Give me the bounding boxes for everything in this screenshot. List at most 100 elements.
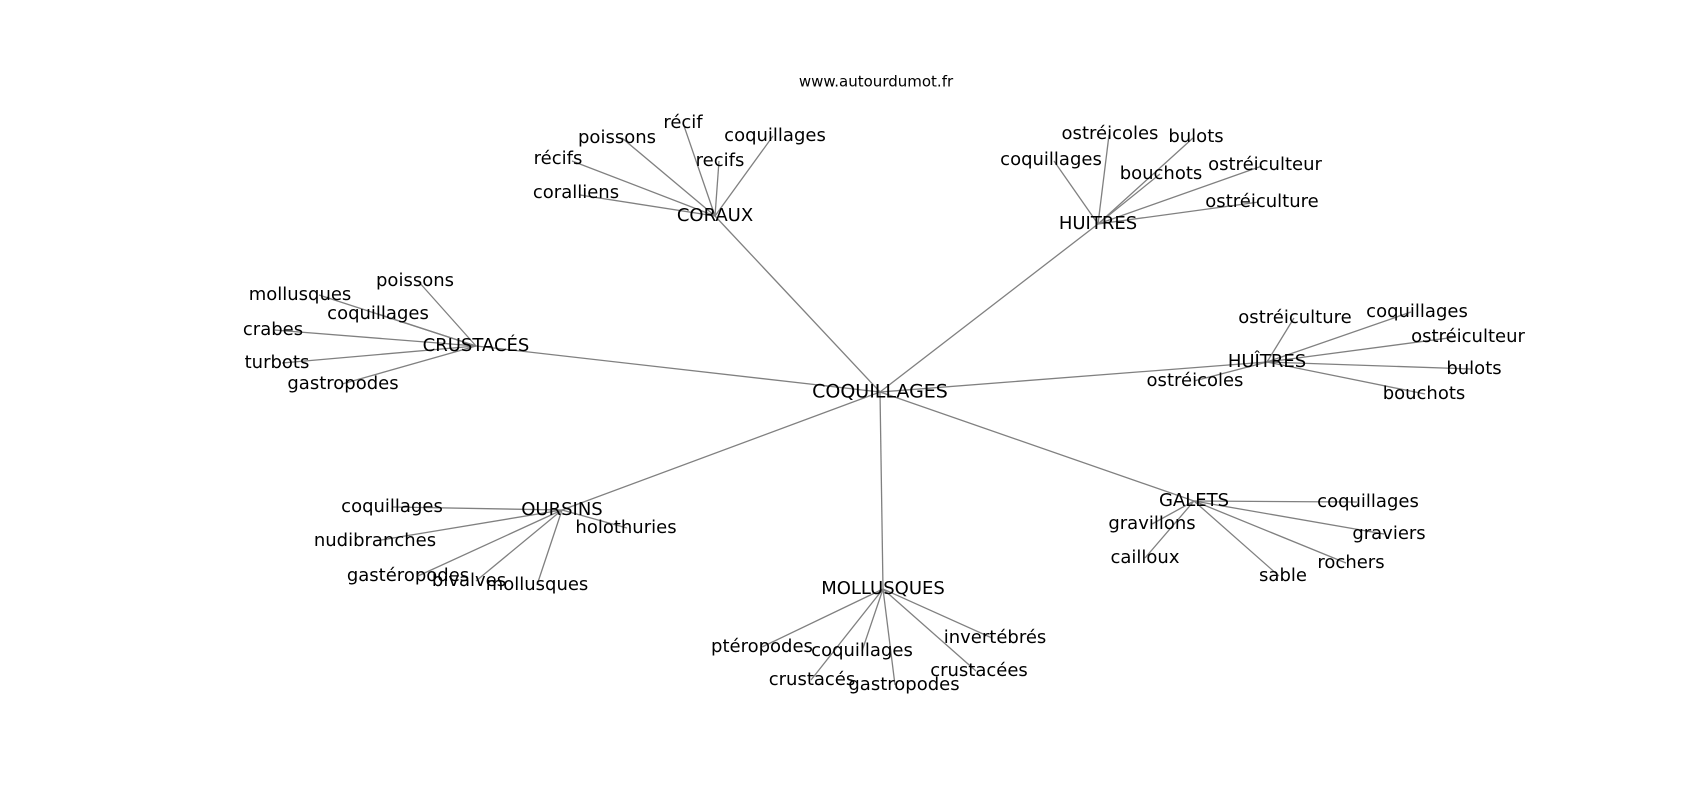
edge-hub-leaf (1193, 500, 1280, 577)
leaf-node-label: ostréiculture (1205, 191, 1318, 212)
edge-hub-leaf (417, 509, 563, 577)
leaf-node-label: mollusques (249, 284, 352, 305)
leaf-node-label: bouchots (1383, 383, 1466, 404)
leaf-node-label: sable (1259, 565, 1307, 586)
leaf-node-label: coquillages (1366, 301, 1468, 322)
hub-node-label: GALETS (1159, 490, 1229, 511)
edge-root-hub (714, 215, 881, 393)
leaf-node-label: coquillages (1317, 491, 1419, 512)
edge-hub-leaf (714, 160, 720, 217)
edge-hub-leaf (1266, 361, 1426, 395)
edge-hub-leaf (1266, 361, 1473, 370)
leaf-node-label: nudibranches (314, 530, 436, 551)
leaf-node-label: crustacés (769, 669, 856, 690)
edge-hub-leaf (579, 194, 716, 217)
edge-hub-leaf (392, 506, 563, 511)
edge-hub-leaf (1193, 500, 1385, 535)
edge-root-hub (879, 391, 1195, 502)
edge-hub-leaf (810, 588, 884, 681)
edge-hub-leaf (1193, 500, 1347, 564)
leaf-node-label: crustacées (930, 660, 1028, 681)
leaf-node-label: gastéropodes (347, 565, 469, 586)
hub-node-label: OURSINS (521, 499, 602, 520)
hub-node-label: HUÎTRES (1228, 350, 1306, 372)
leaf-node-label: invertébrés (944, 627, 1047, 648)
edge-hub-leaf (882, 588, 896, 686)
edge-hub-leaf (1193, 361, 1268, 382)
leaf-node-label: coralliens (533, 182, 619, 203)
leaf-node-label: bivalves (432, 570, 506, 591)
leaf-node-label: coquillages (811, 640, 913, 661)
hub-node-label: MOLLUSQUES (821, 578, 945, 599)
edge-hub-leaf (273, 329, 477, 347)
hub-node-label: CORAUX (677, 205, 753, 226)
edge-root-hub (879, 223, 1099, 393)
leaf-node-label: bulots (1446, 358, 1501, 379)
edge-hub-leaf (682, 122, 716, 217)
edge-hub-leaf (571, 160, 716, 217)
leaf-node-label: gastropodes (287, 373, 398, 394)
hub-node-label: HUITRES (1059, 213, 1137, 234)
edge-root-hub (561, 391, 881, 511)
leaf-node-label: coquillages (1000, 149, 1102, 170)
edge-hub-leaf (1097, 201, 1260, 225)
leaf-node-label: bouchots (1120, 163, 1203, 184)
edge-hub-leaf (1097, 134, 1110, 225)
leaf-node-label: ostréiculteur (1411, 326, 1525, 347)
edge-hub-leaf (861, 588, 884, 652)
edge-root-hub (879, 361, 1268, 393)
edge-hub-leaf (1097, 137, 1194, 225)
edge-hub-leaf (1193, 500, 1358, 503)
leaf-node-label: coquillages (327, 303, 429, 324)
edge-root-hub (475, 345, 881, 393)
leaf-node-label: mollusques (486, 574, 589, 595)
edge-hub-leaf (341, 345, 477, 385)
hub-node-label: CRUSTACÉS (423, 334, 530, 356)
edge-hub-leaf (1144, 500, 1195, 559)
edge-hub-leaf (417, 280, 477, 347)
edge-hub-leaf (374, 509, 563, 542)
root-node-label: COQUILLAGES (812, 381, 948, 403)
edge-hub-leaf (621, 137, 716, 217)
leaf-node-label: ostréiculture (1238, 307, 1351, 328)
edge-hub-leaf (714, 135, 774, 217)
edge-hub-leaf (1097, 173, 1161, 225)
edge-hub-leaf (882, 588, 977, 672)
edge-hub-leaf (1053, 160, 1099, 225)
leaf-node-label: récifs (534, 148, 583, 169)
edge-hub-leaf (1266, 317, 1295, 363)
edge-hub-leaf (377, 313, 477, 347)
leaf-node-label: ostréicoles (1062, 123, 1159, 144)
edge-hub-leaf (1097, 165, 1263, 225)
edge-hub-leaf (561, 509, 628, 529)
edge-hub-leaf (882, 588, 993, 639)
leaf-node-label: ptéropodes (711, 636, 813, 657)
edge-hub-leaf (1266, 336, 1457, 363)
edges (273, 122, 1473, 686)
leaf-node-label: graviers (1352, 523, 1425, 544)
edge-hub-leaf (1266, 311, 1412, 363)
edge-hub-leaf (761, 588, 884, 648)
leaf-node-label: bulots (1168, 126, 1223, 147)
leaf-node-label: holothuries (575, 517, 676, 538)
edge-hub-leaf (281, 345, 477, 364)
leaf-node-label: ostréicoles (1147, 370, 1244, 391)
edge-hub-leaf (1151, 500, 1195, 525)
leaf-node-label: ostréiculteur (1208, 154, 1322, 175)
leaf-node-label: turbots (245, 352, 310, 373)
edge-hub-leaf (475, 509, 563, 582)
leaf-node-label: crabes (243, 319, 303, 340)
leaf-node-label: coquillages (341, 496, 443, 517)
edge-root-hub (879, 391, 884, 590)
leaf-node-label: gravillons (1108, 513, 1195, 534)
edge-hub-leaf (536, 509, 563, 586)
leaf-node-label: récif (663, 112, 703, 133)
leaf-node-label: cailloux (1110, 547, 1179, 568)
leaf-node-label: poissons (376, 270, 454, 291)
source-url: www.autourdumot.fr (799, 73, 954, 91)
leaf-node-label: rochers (1317, 552, 1384, 573)
leaf-node-label: poissons (578, 127, 656, 148)
leaf-node-label: recifs (696, 150, 745, 171)
labels: www.autourdumot.fr CORAUX récif poissons co… (243, 73, 1526, 696)
